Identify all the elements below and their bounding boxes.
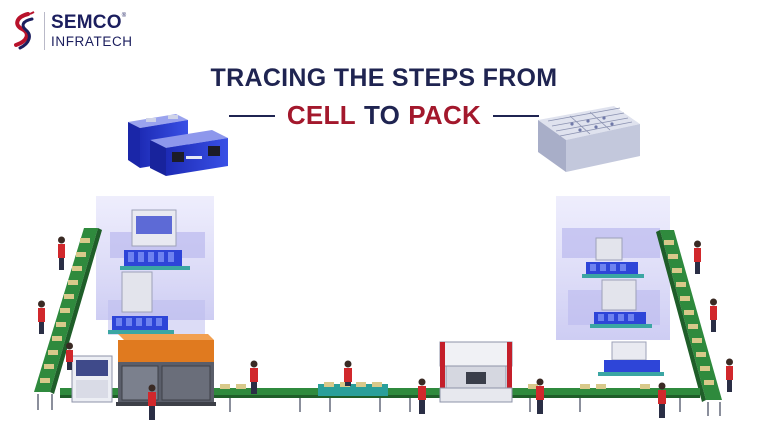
factory-workers bbox=[38, 236, 733, 420]
right-diagonal-conveyor bbox=[656, 230, 722, 416]
headline-word-cell: CELL bbox=[286, 100, 356, 130]
headline-rule-left bbox=[228, 114, 275, 117]
headline-word-pack: PACK bbox=[408, 100, 482, 130]
bottom-conveyor-line bbox=[60, 382, 700, 412]
left-diagonal-conveyor bbox=[34, 228, 102, 410]
headline-line-2: CELL TO PACK bbox=[0, 100, 768, 131]
semco-logo-icon bbox=[14, 11, 35, 50]
battery-pack-image bbox=[538, 106, 640, 172]
central-welding-machine bbox=[439, 341, 513, 403]
test-console-machine bbox=[71, 355, 113, 403]
headline-rule-right bbox=[493, 114, 540, 117]
right-robot-station bbox=[582, 237, 664, 376]
brand-name: SEMCO bbox=[51, 12, 122, 34]
logo-wordmark: SEMCO® INFRATECH bbox=[51, 13, 133, 49]
left-robot-station bbox=[108, 209, 190, 334]
headline-line-1: TRACING THE STEPS FROM bbox=[210, 64, 558, 92]
battery-cells-image bbox=[128, 114, 228, 176]
brand-subtitle: INFRATECH bbox=[51, 34, 133, 50]
company-logo: SEMCO® INFRATECH bbox=[8, 8, 133, 54]
orange-processing-machine bbox=[116, 334, 216, 406]
headline-word-to: TO bbox=[363, 100, 401, 130]
logo-divider bbox=[44, 12, 45, 50]
registered-mark: ® bbox=[121, 13, 127, 20]
